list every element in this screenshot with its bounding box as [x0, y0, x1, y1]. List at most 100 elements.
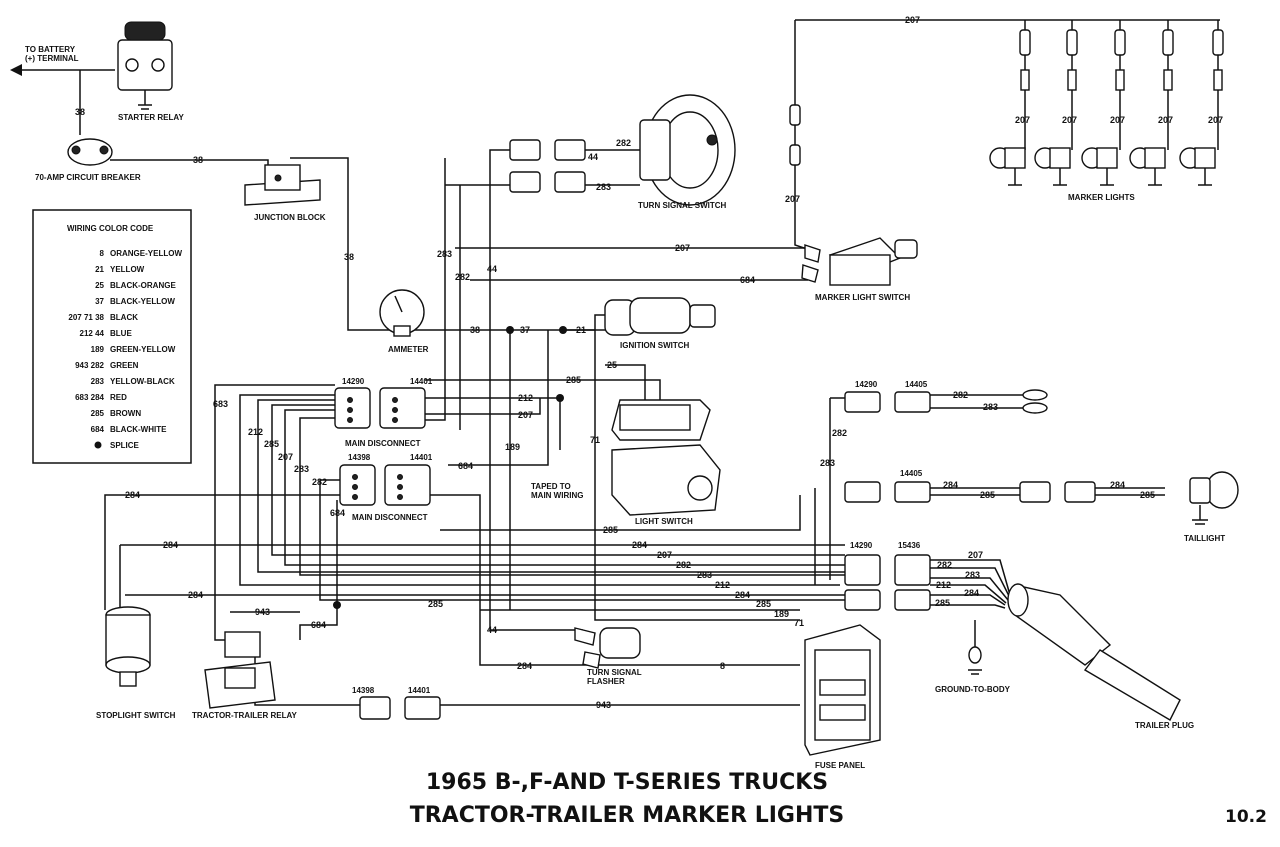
main-disconnect-1: [334, 387, 426, 429]
connector-id-labels: 14290 14401 14398 14401 14290 14405 1440…: [342, 377, 928, 695]
splice-legend-label: SPLICE: [110, 441, 140, 450]
ignition-switch-label: IGNITION SWITCH: [620, 341, 690, 350]
wire-label: 189: [774, 609, 789, 619]
ground-label: GROUND-TO-BODY: [935, 685, 1011, 694]
main-disconnect-label: MAIN DISCONNECT: [352, 513, 428, 522]
light-switch: [611, 399, 721, 516]
turn-signal-flasher: [574, 627, 641, 669]
wire-label: 283: [820, 458, 835, 468]
wire-label: 207: [905, 15, 920, 25]
wire-label: 285: [1140, 490, 1155, 500]
wire-label: 684: [458, 461, 473, 471]
ground-to-body: [968, 646, 982, 675]
battery-arrow-icon: [10, 64, 22, 76]
wire-label: 943: [596, 700, 611, 710]
main-disconnect-label: MAIN DISCONNECT: [345, 439, 421, 448]
wire-label: 21: [576, 325, 586, 335]
color-code-color: BROWN: [110, 409, 141, 418]
wire-label: 25: [607, 360, 617, 370]
wire-label: 282: [953, 390, 968, 400]
wire-label: 212: [248, 427, 263, 437]
wire-label: 71: [590, 435, 600, 445]
junction-block-label: JUNCTION BLOCK: [254, 213, 326, 222]
wire-label: 285: [756, 599, 771, 609]
color-code-color: BLACK-WHITE: [110, 425, 167, 434]
wire-label: 943: [255, 607, 270, 617]
wire-label: 284: [517, 661, 532, 671]
color-code-color: BLACK-YELLOW: [110, 297, 175, 306]
stoplight-switch-label: STOPLIGHT SWITCH: [96, 711, 176, 720]
relay-label: TRACTOR-TRAILER RELAY: [192, 711, 298, 720]
wire-label: 212: [936, 580, 951, 590]
connector-id: 14290: [342, 377, 365, 386]
wire-label: 282: [832, 428, 847, 438]
trailer-plug-label: TRAILER PLUG: [1135, 721, 1194, 730]
wire-label: 282: [312, 477, 327, 487]
wire-label: 284: [964, 588, 979, 598]
wire-label: 283: [965, 570, 980, 580]
wire-label: 285: [935, 598, 950, 608]
color-code-numbers: 283: [91, 377, 105, 386]
connector-id: 15436: [898, 541, 921, 550]
wire-label: 207: [1062, 115, 1077, 125]
battery-label: TO BATTERY(+) TERMINAL: [25, 45, 79, 63]
starter-relay: [117, 21, 173, 110]
turn-signal-switch: [639, 94, 736, 206]
wire-label: 284: [125, 490, 140, 500]
wires: [20, 19, 1220, 706]
splice-dot: [559, 326, 567, 334]
color-code-color: YELLOW: [110, 265, 145, 274]
wire-label: 207: [675, 243, 690, 253]
connector-id: 14398: [348, 453, 371, 462]
wire-label: 189: [505, 442, 520, 452]
marker-light: [1179, 29, 1224, 186]
color-code-numbers: 189: [91, 345, 105, 354]
connector-id: 14401: [408, 686, 431, 695]
wire-label: 283: [437, 249, 452, 259]
connector-id: 14290: [855, 380, 878, 389]
wire-label: 282: [455, 272, 470, 282]
splice-dot: [333, 601, 341, 609]
wire-label: 284: [735, 590, 750, 600]
wire-label: 283: [294, 464, 309, 474]
color-code-heading: WIRING COLOR CODE: [67, 224, 154, 233]
wire-label: 38: [344, 252, 354, 262]
wire-label: 282: [616, 138, 631, 148]
wire-label: 207: [657, 550, 672, 560]
wire-label: 207: [1208, 115, 1223, 125]
connector-id: 14398: [352, 686, 375, 695]
marker-light-switch: [801, 237, 918, 286]
ignition-switch: [604, 297, 716, 336]
color-code-numbers: 285: [91, 409, 105, 418]
wire-label: 38: [193, 155, 203, 165]
wire-label: 282: [937, 560, 952, 570]
wire-label: 283: [697, 570, 712, 580]
wire-label: 207: [968, 550, 983, 560]
trailer-plug: [1007, 583, 1181, 721]
wire-label: 44: [487, 264, 497, 274]
marker-light: [989, 29, 1031, 186]
wire-label: 282: [676, 560, 691, 570]
wire-label: 284: [188, 590, 203, 600]
wire-label: 284: [1110, 480, 1125, 490]
connector-id: 14401: [410, 377, 433, 386]
wire-label: 38: [75, 107, 85, 117]
marker-light: [1129, 29, 1174, 186]
right-connectors: [359, 389, 1096, 720]
wire-label: 284: [632, 540, 647, 550]
wire-label: 207: [278, 452, 293, 462]
marker-light: [1034, 29, 1078, 186]
color-code-numbers: 683 284: [75, 393, 104, 402]
marker-light-switch-label: MARKER LIGHT SWITCH: [815, 293, 910, 302]
color-code-color: GREEN-YELLOW: [110, 345, 176, 354]
splice-dot: [556, 394, 564, 402]
taillight-label: TAILLIGHT: [1184, 534, 1225, 543]
wire-label: 283: [983, 402, 998, 412]
marker-lights-label: MARKER LIGHTS: [1068, 193, 1135, 202]
wire-label: 38: [470, 325, 480, 335]
color-code-numbers: 207 71 38: [68, 313, 104, 322]
wire-label: 8: [720, 661, 725, 671]
color-code-color: BLUE: [110, 329, 132, 338]
